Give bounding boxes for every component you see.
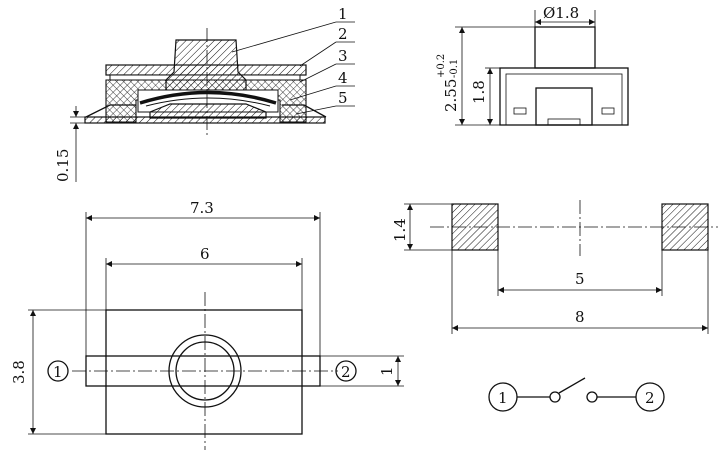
terminal-left — [85, 104, 136, 118]
svg-text:1: 1 — [498, 389, 508, 407]
svg-text:8: 8 — [575, 308, 585, 326]
contact-base — [149, 103, 267, 119]
side-pad — [547, 118, 581, 126]
svg-text:Ø1.8: Ø1.8 — [543, 4, 579, 22]
dim-body-length: 7.3 — [85, 199, 321, 356]
svg-text:5: 5 — [575, 270, 585, 288]
dim-pad-span: 8 — [451, 250, 709, 334]
svg-text:2: 2 — [341, 363, 351, 381]
switch-schematic: 1 2 — [488, 377, 665, 412]
side-terminal-window — [535, 87, 593, 126]
svg-text:3.8: 3.8 — [10, 360, 28, 384]
schematic-pin-2: 2 — [635, 382, 665, 412]
dim-body-width: 3.8 — [10, 309, 106, 435]
svg-text:2.55: 2.55 — [442, 79, 460, 112]
top-body — [105, 309, 303, 435]
side-slot-left — [513, 107, 527, 115]
schematic-contact-left — [549, 391, 561, 403]
metal-dome — [139, 90, 277, 105]
svg-text:1.8: 1.8 — [470, 80, 488, 104]
top-view: 1 2 7.3 6 — [10, 199, 404, 450]
dim-inner-length: 6 — [105, 245, 303, 310]
svg-text:1.4: 1.4 — [391, 218, 409, 242]
dim-plunger-diameter: Ø1.8 — [534, 4, 596, 27]
callouts: 1 2 3 4 5 — [231, 5, 355, 115]
svg-text:0.15: 0.15 — [54, 149, 72, 182]
callout-1: 1 — [338, 5, 348, 23]
dim-pad-gap: 5 — [497, 250, 663, 296]
side-view: Ø1.8 1.8 2.55 +0.2 -0.1 — [436, 4, 629, 126]
section-view: 1 2 3 4 5 0.15 — [54, 5, 355, 182]
dim-pad-size: 1.4 — [391, 203, 452, 251]
svg-text:1: 1 — [378, 366, 396, 376]
dim-flange-thickness: 0.15 — [54, 106, 90, 182]
svg-text:+0.2: +0.2 — [436, 54, 447, 78]
side-inner — [505, 73, 623, 126]
side-body — [499, 67, 629, 126]
side-plunger — [534, 26, 596, 69]
callout-5: 5 — [338, 89, 348, 107]
pad-footprint: 1.4 5 8 — [391, 200, 718, 334]
svg-text:2: 2 — [645, 389, 655, 407]
dim-total-height: 2.55 +0.2 -0.1 — [436, 26, 535, 126]
svg-text:-0.1: -0.1 — [449, 59, 460, 78]
svg-text:7.3: 7.3 — [190, 199, 214, 217]
dim-terminal-width: 1 — [320, 355, 404, 387]
callout-3: 3 — [338, 47, 348, 65]
svg-text:6: 6 — [200, 245, 210, 263]
dome-inner — [145, 97, 271, 107]
pin-left-label: 1 — [47, 360, 69, 382]
schematic-switch-arm — [558, 377, 586, 394]
schematic-contact-right — [586, 391, 598, 403]
plunger — [165, 39, 247, 93]
callout-2: 2 — [338, 25, 348, 43]
terminal-right — [282, 104, 327, 118]
svg-text:1: 1 — [53, 363, 63, 381]
pin-right-label: 2 — [335, 360, 357, 382]
callout-4: 4 — [338, 69, 348, 87]
dim-plunger-height: 1.8 — [470, 67, 500, 126]
side-slot-right — [601, 107, 615, 115]
schematic-pin-1: 1 — [488, 382, 518, 412]
